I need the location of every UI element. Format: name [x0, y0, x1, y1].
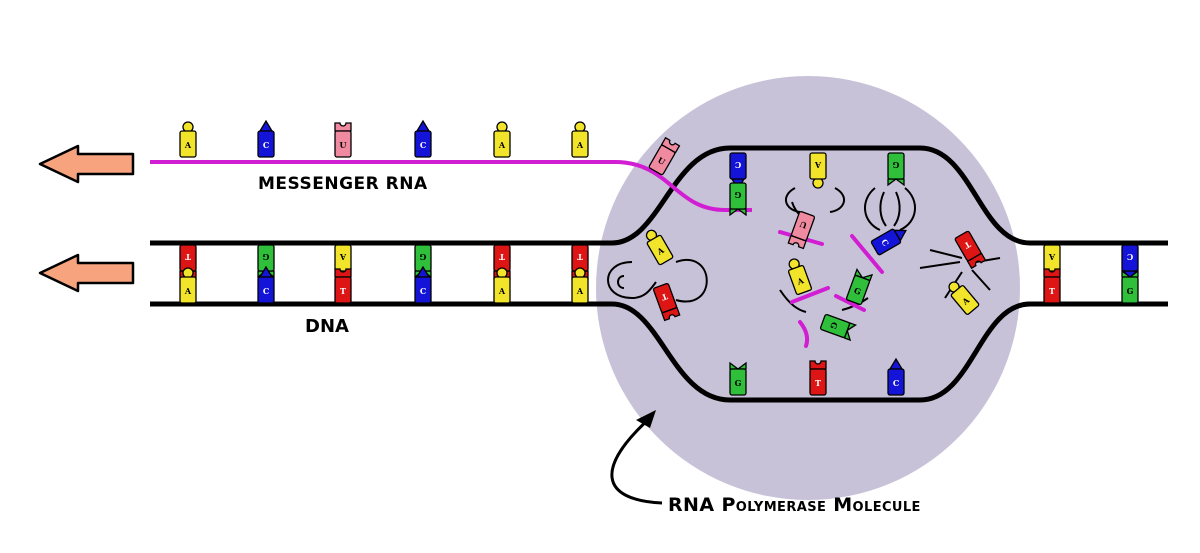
nucleotide-u-30: U	[787, 210, 816, 250]
nucleotide-c-1: C	[257, 119, 275, 158]
nucleotide-g-32: G	[845, 267, 874, 306]
nucleotide-a-31: A	[645, 229, 674, 266]
nucleotide-g-25: G	[729, 361, 747, 396]
svg-text:G: G	[734, 190, 741, 200]
svg-text:G: G	[828, 321, 840, 331]
svg-text:C: C	[263, 140, 269, 150]
nucleotide-c-3: C	[414, 119, 432, 158]
svg-text:U: U	[656, 155, 667, 167]
nucleotide-a-23: A	[809, 152, 827, 189]
nucleotide-layer: A C U C A A T G A G T T A C T C A A A C T G C A G G T C U G U A G C T T A G A	[179, 119, 1139, 396]
svg-text:C: C	[420, 286, 426, 296]
mrna-strand	[150, 160, 752, 212]
svg-text:G: G	[262, 252, 269, 262]
nucleotide-c-33: C	[870, 228, 908, 256]
svg-text:C: C	[1127, 252, 1133, 262]
svg-text:G: G	[735, 378, 742, 388]
svg-text:T: T	[660, 291, 669, 302]
rna-polymerase-label: RNA Polymerase Molecule	[668, 494, 921, 516]
nucleotide-t-14: T	[334, 268, 352, 304]
dna-top-strand	[150, 145, 1168, 246]
nucleotide-g-24: G	[887, 152, 905, 187]
svg-text:A: A	[339, 252, 347, 262]
nucleotide-t-34: T	[652, 282, 681, 322]
nucleotide-a-38: A	[948, 281, 980, 315]
nucleotide-g-21: G	[1121, 269, 1139, 304]
svg-text:A: A	[795, 275, 806, 287]
svg-text:U: U	[798, 219, 808, 231]
svg-text:G: G	[892, 160, 899, 170]
svg-text:T: T	[499, 252, 505, 262]
nucleotide-t-26: T	[809, 360, 827, 396]
dna-direction-arrow	[38, 253, 135, 293]
svg-text:A: A	[498, 140, 506, 150]
nucleotide-c-22: C	[729, 152, 747, 191]
svg-text:C: C	[893, 378, 899, 388]
nucleotide-u-2: U	[334, 122, 352, 158]
svg-text:C: C	[879, 237, 891, 248]
svg-text:U: U	[340, 140, 347, 150]
dna-label: DNA	[305, 316, 349, 337]
svg-text:C: C	[263, 286, 269, 296]
svg-text:T: T	[1049, 286, 1055, 296]
svg-text:A: A	[576, 140, 584, 150]
svg-text:A: A	[814, 160, 822, 170]
svg-text:C: C	[735, 160, 741, 170]
svg-text:A: A	[654, 245, 666, 258]
svg-text:C: C	[420, 140, 426, 150]
nucleotide-a-36: A	[787, 258, 813, 296]
nucleotide-a-5: A	[571, 121, 589, 158]
nucleotide-a-4: A	[493, 121, 511, 158]
nucleotide-t-20: T	[1043, 268, 1061, 304]
nucleotide-a-0: A	[179, 121, 197, 158]
nucleotide-a-17: A	[571, 267, 589, 304]
nucleotide-g-29: G	[729, 182, 747, 217]
mrna-direction-arrow	[38, 144, 135, 184]
svg-text:A: A	[576, 286, 584, 296]
nucleotide-a-12: A	[179, 267, 197, 304]
polymerase-pointer-arrow	[610, 416, 663, 505]
nucleotide-g-37: G	[819, 313, 858, 342]
svg-text:A: A	[1048, 252, 1056, 262]
nucleotide-u-28: U	[648, 136, 681, 176]
polymerase-pointer-arrowhead	[636, 410, 656, 428]
nucleotide-a-16: A	[493, 267, 511, 304]
svg-text:A: A	[184, 286, 192, 296]
nucleotide-c-27: C	[887, 357, 905, 396]
svg-text:T: T	[815, 378, 821, 388]
svg-text:T: T	[185, 252, 191, 262]
nucleotide-t-35: T	[954, 230, 987, 270]
svg-text:G: G	[853, 285, 863, 297]
nucleotide-c-15: C	[414, 265, 432, 304]
svg-text:G: G	[419, 252, 426, 262]
nucleotide-c-13: C	[257, 265, 275, 304]
dna-bottom-strand	[150, 301, 1168, 403]
svg-text:T: T	[962, 239, 972, 251]
svg-text:T: T	[577, 252, 583, 262]
svg-text:T: T	[340, 286, 346, 296]
svg-text:G: G	[1127, 286, 1134, 296]
svg-text:A: A	[184, 140, 192, 150]
svg-text:A: A	[498, 286, 506, 296]
messenger-rna-label: MESSENGER RNA	[258, 174, 428, 194]
